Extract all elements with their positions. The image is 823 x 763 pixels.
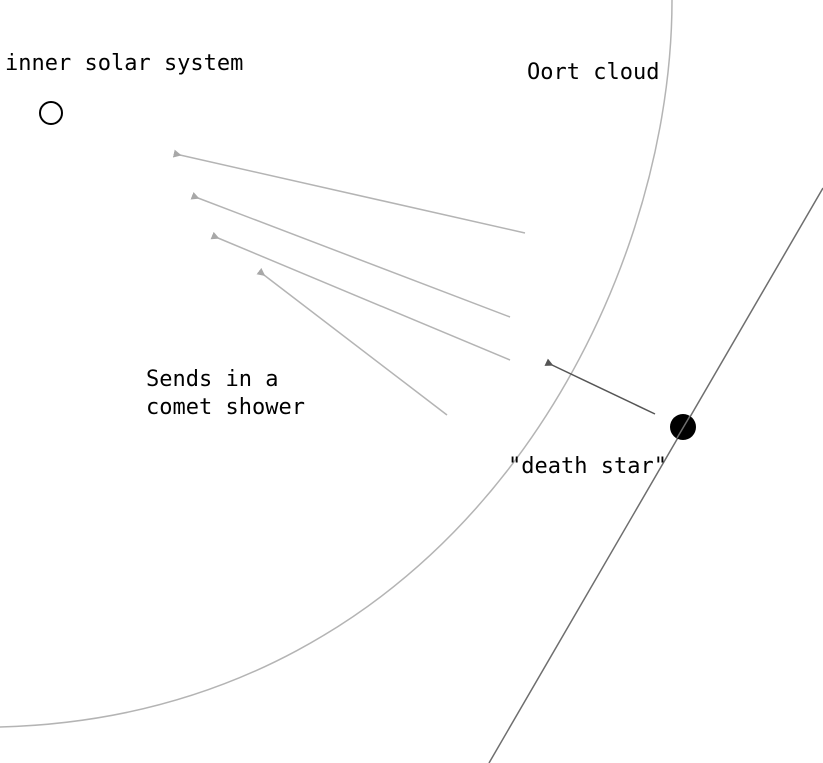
- comet-arrow-3: [210, 231, 511, 361]
- oort-cloud-label: Oort cloud: [527, 60, 660, 85]
- comet-arrow-2: [190, 191, 511, 318]
- comet-shower-label-line-1: Sends in a: [146, 367, 279, 392]
- comet-shower-label: Sends in a comet shower: [146, 366, 305, 422]
- death-star-label: "death star": [508, 454, 667, 479]
- death-star-push-arrow: [544, 358, 656, 415]
- inner-solar-system-icon: [39, 101, 63, 125]
- death-star-trajectory-overlay: [676, 415, 691, 439]
- comet-arrow-4: [256, 267, 448, 416]
- death-star-trajectory: [488, 187, 823, 763]
- comet-shower-label-line-2: comet shower: [146, 395, 305, 420]
- oort-cloud-boundary: [0, 0, 673, 728]
- comet-arrow-1: [172, 149, 526, 234]
- inner-solar-system-label: inner solar system: [5, 51, 244, 76]
